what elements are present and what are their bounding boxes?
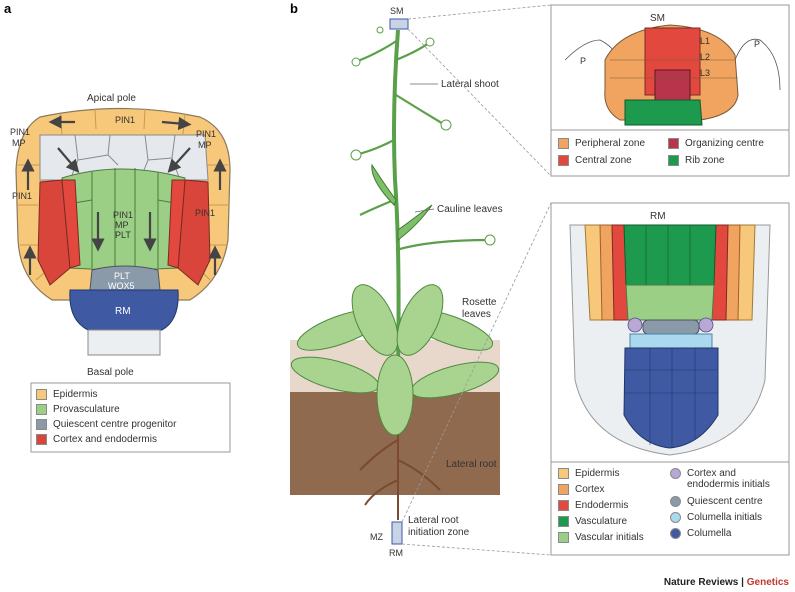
sm-label-b: SM [390,6,404,16]
center-label-1: PIN1 [113,210,133,220]
legend-item: Endodermis [558,500,628,511]
panel-a-legend-frame [30,382,231,453]
legend-item: Vascular initials [558,532,644,543]
legend-label: Vasculature [575,516,628,527]
center-label-2: MP [115,220,129,230]
qc-label-2: WOX5 [108,281,135,291]
pin1-top-label: PIN1 [115,115,135,125]
legend-item: Quiescent centre [670,496,763,507]
legend-swatch [668,155,679,166]
legend-swatch [670,496,681,507]
legend-swatch [558,484,569,495]
legend-swatch [36,419,47,430]
pin1-mp-left-1: PIN1 [10,127,30,137]
rm-inset-title: RM [650,211,666,222]
legend-item: Epidermis [36,389,97,400]
legend-swatch [36,404,47,415]
legend-swatch [558,468,569,479]
legend-item: Epidermis [558,468,619,479]
sm-layer-l3: L3 [700,68,710,78]
qc-label-1: PLT [114,271,130,281]
rm-label-b: RM [389,548,403,558]
legend-item: Columella initials [670,512,762,523]
lateral-root-label: Lateral root [446,459,497,470]
sm-meristem-drawing [564,24,781,126]
legend-label: Central zone [575,155,632,166]
panel-b-letter: b [290,1,298,16]
legend-label: Organizing centre [685,138,764,149]
legend-label: Columella [687,528,732,539]
lateral-shoot-label: Lateral shoot [441,79,499,90]
legend-swatch [36,389,47,400]
journal-separator: | [741,577,744,588]
sm-layer-l1: L1 [700,36,710,46]
legend-swatch [36,434,47,445]
sm-inset-title: SM [650,13,665,24]
basal-pole-label: Basal pole [87,367,134,378]
legend-label: Columella initials [687,512,763,523]
legend-item: Rib zone [668,155,724,166]
legend-swatch [558,500,569,511]
rosette-leaves-label-2: leaves [462,309,491,320]
legend-label: Cortex and endodermis [53,434,157,445]
rm-label-a: RM [115,306,131,317]
legend-label: Provasculature [53,404,120,415]
legend-item: Peripheral zone [558,138,645,149]
journal-name: Nature Reviews [663,577,739,588]
journal-footer: Nature Reviews | Genetics [664,577,789,588]
lateral-root-init-label-1: Lateral root [408,515,459,526]
sm-p-left: P [580,56,586,66]
legend-swatch [558,155,569,166]
pin1-mp-right-1: PIN1 [196,129,216,139]
plant-drawing [290,18,500,545]
sm-layer-l2: L2 [700,52,710,62]
rosette-leaves-label-1: Rosette [462,297,497,308]
journal-section: Genetics [746,577,789,588]
legend-label: Peripheral zone [575,138,646,149]
cauline-leaves-leader [414,208,435,213]
pin1-left-label: PIN1 [12,191,32,201]
panel-a-letter: a [4,1,12,16]
legend-item: Cortex and endodermis [36,434,157,445]
center-label-3: PLT [115,230,131,240]
mz-label: MZ [370,532,383,542]
legend-swatch [558,138,569,149]
legend-item: Columella [670,528,731,539]
legend-item: Quiescent centre progenitor [36,419,176,430]
rm-root-drawing [569,224,771,456]
legend-swatch [558,516,569,527]
legend-item: Provasculature [36,404,120,415]
legend-label: Cortex [575,484,605,495]
legend-label: Epidermis [53,389,98,400]
sm-p-right: P [754,39,760,49]
pin1-right-label: PIN1 [195,208,215,218]
legend-label: Endodermis [575,500,629,511]
legend-label: Rib zone [685,155,725,166]
lateral-root-init-label-2: initiation zone [408,527,470,538]
legend-label: Quiescent centre progenitor [53,419,177,430]
legend-swatch [670,468,681,479]
embryo-diagram: PIN1 PIN1 MP PIN1 MP PIN1 PIN1 PIN1 MP P… [10,107,231,356]
legend-item: Organizing centre [668,138,764,149]
inset-connectors [401,4,552,556]
legend-swatch [668,138,679,149]
legend-swatch [670,512,681,523]
pin1-mp-right-2: MP [198,140,212,150]
apical-pole-label: Apical pole [87,93,136,104]
legend-item: Vasculature [558,516,627,527]
legend-label: Vascular initials [575,532,644,543]
legend-swatch [558,532,569,543]
pin1-mp-left-2: MP [12,138,26,148]
legend-item: Cortex [558,484,604,495]
cauline-leaves-label: Cauline leaves [437,204,503,215]
legend-item: Central zone [558,155,632,166]
legend-label: Quiescent centre [687,496,763,507]
legend-swatch [670,528,681,539]
legend-label: Epidermis [575,468,620,479]
